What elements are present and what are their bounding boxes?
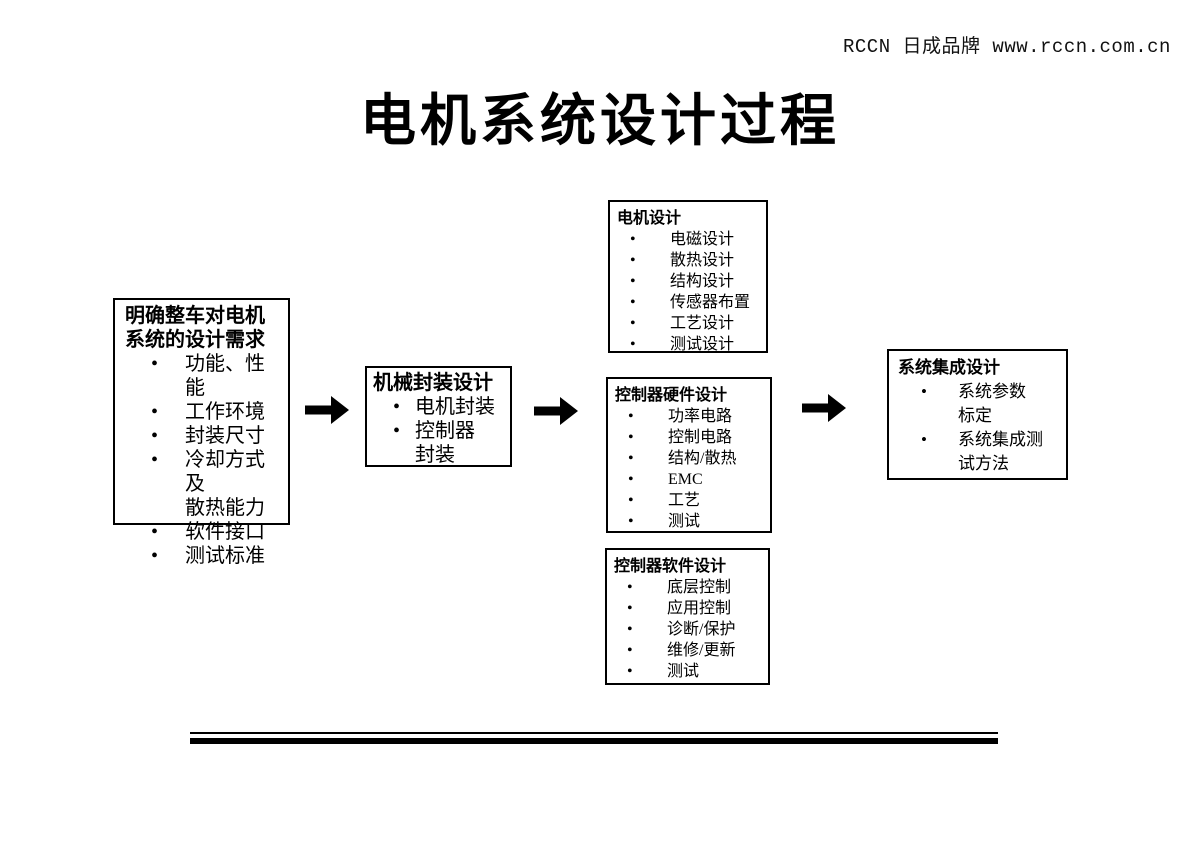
list-item: •控制电路	[628, 429, 733, 446]
bullet-icon: •	[630, 336, 636, 353]
bullet-icon: •	[628, 408, 634, 425]
system-integration-list: •系统参数 标定 •系统集成测 试方法	[898, 380, 1064, 476]
list-item: •底层控制	[627, 579, 732, 596]
controller-software-box-title: 控制器软件设计	[614, 558, 727, 575]
arrow-shaft	[305, 405, 332, 415]
list-item: •软件接口	[151, 521, 265, 543]
bullet-icon: •	[628, 492, 634, 509]
list-item: •工艺	[628, 492, 701, 509]
mechanical-packaging-box: 机械封装设计 •电机封装 •控制器 封装	[365, 366, 512, 467]
system-integration-box-title: 系统集成设计	[898, 358, 1000, 377]
controller-software-box: 控制器软件设计 •底层控制 •应用控制 •诊断/保护 •维修/更新 •测试	[605, 548, 770, 685]
list-item: •结构设计	[630, 273, 735, 290]
list-item: •维修/更新	[627, 642, 736, 659]
footer-divider-thick	[190, 738, 998, 744]
controller-hardware-list: •功率电路 •控制电路 •结构/散热 •EMC •工艺 •测试	[615, 406, 768, 532]
bullet-icon: •	[628, 429, 634, 446]
bullet-icon: •	[627, 642, 633, 659]
controller-software-list: •底层控制 •应用控制 •诊断/保护 •维修/更新 •测试	[614, 577, 766, 682]
list-item: •应用控制	[627, 600, 732, 617]
footer-divider-thin	[190, 732, 998, 734]
mechanical-packaging-list: •电机封装 •控制器 封装	[373, 395, 508, 467]
list-item: •功能、性能	[151, 353, 265, 399]
list-item: •系统集成测 试方法	[921, 430, 1043, 473]
list-item: •诊断/保护	[627, 621, 736, 638]
bullet-icon: •	[151, 401, 159, 423]
bullet-icon: •	[393, 420, 401, 442]
bullet-icon: •	[627, 621, 633, 638]
list-item: •测试设计	[630, 336, 735, 353]
list-item: •测试	[628, 513, 701, 530]
arrow-shaft	[534, 406, 561, 416]
bullet-icon: •	[630, 294, 636, 311]
list-item: •散热设计	[630, 252, 735, 269]
motor-design-list: •电磁设计 •散热设计 •结构设计 •传感器布置 •工艺设计 •测试设计	[617, 229, 764, 355]
motor-design-box-title: 电机设计	[617, 210, 682, 227]
list-item: •测试标准	[151, 545, 265, 567]
list-item: •测试	[627, 663, 700, 680]
bullet-icon: •	[630, 231, 636, 248]
arrow-head	[560, 397, 578, 425]
list-item: •系统参数 标定	[921, 382, 1026, 425]
system-integration-box: 系统集成设计 •系统参数 标定 •系统集成测 试方法	[887, 349, 1068, 480]
list-item: •传感器布置	[630, 294, 751, 311]
bullet-icon: •	[630, 273, 636, 290]
bullet-icon: •	[628, 471, 634, 488]
bullet-icon: •	[627, 600, 633, 617]
bullet-icon: •	[921, 382, 927, 401]
list-item: •功率电路	[628, 408, 733, 425]
bullet-icon: •	[151, 521, 159, 543]
controller-hardware-box: 控制器硬件设计 •功率电路 •控制电路 •结构/散热 •EMC •工艺 •测试	[606, 377, 772, 533]
motor-design-box: 电机设计 •电磁设计 •散热设计 •结构设计 •传感器布置 •工艺设计 •测试设…	[608, 200, 768, 353]
brand-text: RCCN 日成品牌 www.rccn.com.cn	[843, 36, 1171, 58]
arrow-head	[331, 396, 349, 424]
mechanical-packaging-box-title: 机械封装设计	[373, 372, 493, 394]
controller-hardware-box-title: 控制器硬件设计	[615, 387, 728, 404]
page-title: 电机系统设计过程	[360, 89, 840, 152]
bullet-icon: •	[628, 513, 634, 530]
list-item: •电磁设计	[630, 231, 735, 248]
bullet-icon: •	[151, 545, 159, 567]
list-item: •工艺设计	[630, 315, 735, 332]
bullet-icon: •	[627, 579, 633, 596]
list-item: •封装尺寸	[151, 425, 265, 447]
list-item: •结构/散热	[628, 450, 737, 467]
arrow-shaft	[802, 403, 829, 413]
bullet-icon: •	[628, 450, 634, 467]
flow-arrow-right	[802, 394, 846, 422]
bullet-icon: •	[151, 449, 159, 471]
bullet-icon: •	[921, 430, 927, 449]
list-item: •控制器 封装	[393, 420, 475, 466]
bullet-icon: •	[151, 425, 159, 447]
list-item: •EMC	[628, 471, 703, 488]
bullet-icon: •	[627, 663, 633, 680]
list-item: •冷却方式及 散热能力	[151, 449, 265, 519]
flow-arrow-right	[534, 397, 578, 425]
requirements-box: 明确整车对电机 系统的设计需求 •功能、性能 •工作环境 •封装尺寸 •冷却方式…	[113, 298, 290, 567]
flow-arrow-right	[305, 396, 349, 424]
bullet-icon: •	[630, 315, 636, 332]
bullet-icon: •	[151, 353, 159, 375]
arrow-head	[828, 394, 846, 422]
list-item: •电机封装	[393, 396, 495, 418]
requirements-list: •功能、性能 •工作环境 •封装尺寸 •冷却方式及 散热能力 •软件接口 •测试…	[125, 352, 284, 568]
requirements-box-title: 明确整车对电机 系统的设计需求	[125, 305, 265, 351]
bullet-icon: •	[393, 396, 401, 418]
list-item: •工作环境	[151, 401, 265, 423]
bullet-icon: •	[630, 252, 636, 269]
